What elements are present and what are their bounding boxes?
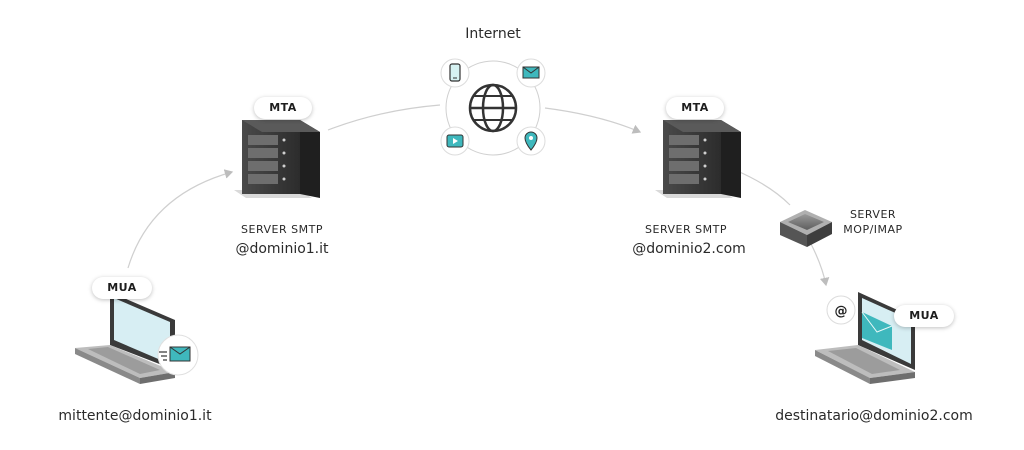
left-server-domain: @dominio1.it [235,241,329,257]
mailbox-server-label-2: MOP/IMAP [843,223,903,236]
right-server-type: SERVER SMTP [645,223,727,236]
flow-line-mta-to-internet [327,104,441,131]
right-server-rack [655,120,741,198]
send-mail-icon [157,334,199,376]
video-icon [440,126,470,156]
at-icon: @ [826,295,856,325]
left-server-type: SERVER SMTP [241,223,323,236]
right-server-domain: @dominio2.com [632,241,746,257]
flow-line-mta-to-mailbox [734,169,791,206]
location-icon [516,126,546,156]
recipient-address: destinatario@dominio2.com [775,408,973,424]
mailbox-server-box [780,210,832,247]
recipient-laptop [815,292,915,384]
recipient-mua-badge: MUA [894,305,954,327]
svg-text:@: @ [835,304,848,319]
sender-laptop [75,292,175,384]
internet-globe [445,60,541,156]
flow-arrow-internet-to-mta [544,107,642,134]
mailbox-server-label-1: SERVER [849,208,897,221]
sender-mua-badge: MUA [92,277,152,299]
flow-arrow-mailbox-to-recipient [809,241,830,287]
mail-icon [516,58,546,88]
right-mta-badge: MTA [666,97,724,119]
internet-title: Internet [465,26,521,42]
left-mta-badge: MTA [254,97,312,119]
sender-address: mittente@dominio1.it [58,408,212,424]
left-server-rack [234,120,320,198]
flow-arrow-sender-to-mta [127,169,234,269]
phone-icon [440,58,470,88]
